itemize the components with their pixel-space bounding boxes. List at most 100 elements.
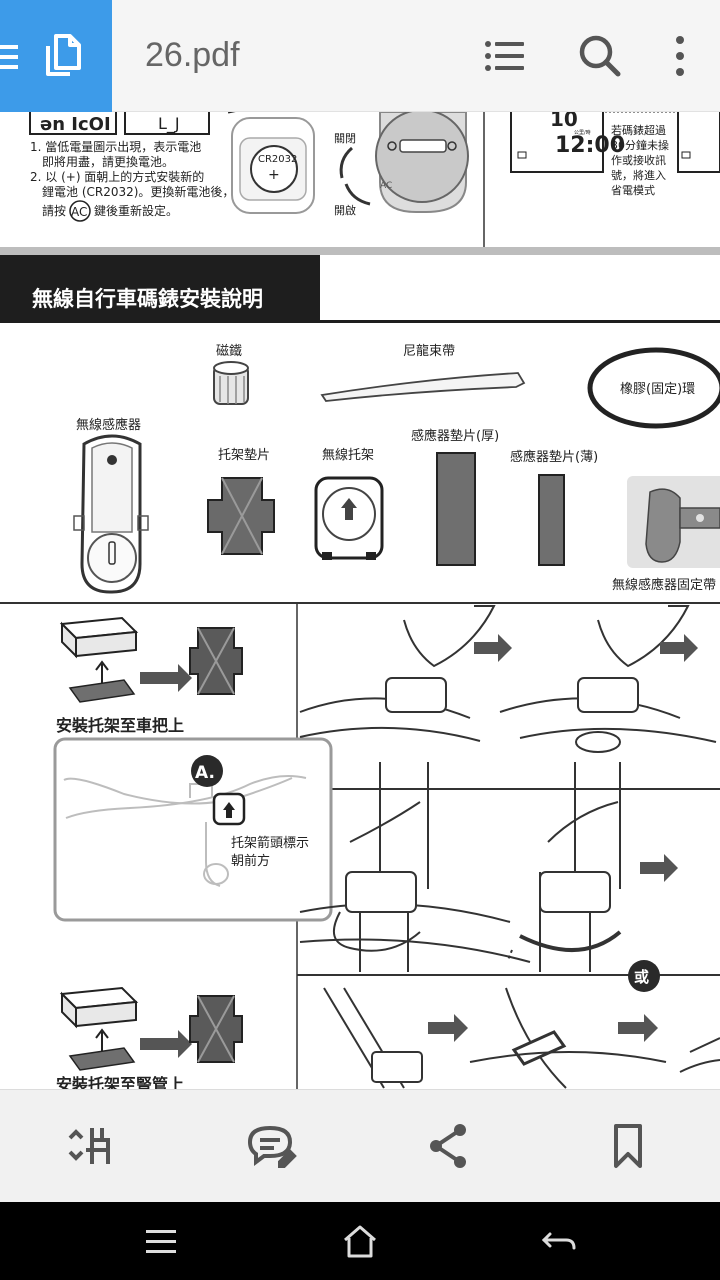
drawer-toggle-button[interactable] — [0, 0, 112, 112]
cover-close-label: 關閉 — [334, 132, 356, 145]
handlebar-drawing-icon — [63, 775, 307, 887]
arrow-note-line: 托架箭頭標示 — [231, 835, 309, 851]
more-vert-icon — [676, 36, 684, 76]
part-label-nylon-tie: 尼龍束帶 — [403, 343, 455, 359]
battery-note-line: 鍵後重新設定。 — [94, 203, 178, 218]
step-arrow-icon — [660, 634, 698, 662]
part-label-wireless-bracket: 無線托架 — [322, 447, 374, 463]
bracket-pad-applied-icon — [189, 995, 243, 1063]
part-label-rubber-ring: 橡膠(固定)環 — [620, 382, 695, 397]
cover-open-label: 開啟 — [334, 203, 356, 217]
battery-cover-icon: AC — [375, 112, 469, 213]
part-label-bracket-pad: 托架墊片 — [218, 448, 270, 463]
sensor-strap-icon — [627, 476, 720, 568]
back-icon — [541, 1232, 576, 1250]
wireless-sensor-icon — [73, 434, 149, 594]
bottom-toolbar — [0, 1089, 720, 1202]
battery-plus-sign: + — [268, 167, 280, 183]
handlebar-callout — [53, 737, 333, 922]
display-top-digits: 10 — [550, 112, 578, 131]
handlebar-strap-step-illustration — [299, 605, 717, 889]
parts-list: 磁鐵 尼龍束帶 橡膠(固定)環 無線感應器 — [73, 343, 720, 594]
svg-text:ǝn IcOI: ǝn IcOI — [40, 114, 111, 135]
part-label-sensor-pad-thin: 感應器墊片(薄) — [510, 449, 598, 465]
install-stem-title: 安裝托架至豎管上 — [56, 1075, 184, 1089]
part-label-magnet: 磁鐵 — [216, 343, 242, 359]
section-title: 無線自行車碼錶安裝說明 — [32, 287, 263, 311]
hamburger-icon — [0, 45, 18, 69]
more-options-button[interactable] — [656, 32, 704, 80]
rubber-ring-step-illustration — [299, 801, 622, 972]
rubber-ring-icon — [587, 347, 720, 429]
install-instructions: 安裝托架至車把上 A. 托架箭頭標示 朝前方 — [53, 603, 720, 1089]
battery-note-line: 即將用盡，請更換電池。 — [42, 154, 174, 169]
document-copy-icon — [46, 34, 81, 76]
sleep-note-line: 號，將進入 — [611, 168, 666, 182]
bookmark-icon — [614, 1124, 642, 1168]
rotate-arrow-icon — [339, 146, 371, 206]
sensor-pad-thick-icon — [436, 452, 476, 566]
battery-compartment-icon: CR2032 + — [228, 112, 315, 214]
step-arrow-icon — [140, 1030, 192, 1058]
ac-key-icon — [69, 200, 91, 222]
magnet-icon — [213, 361, 249, 405]
sleep-note-line: 省電模式 — [611, 184, 655, 197]
stem-strap-step-illustration — [323, 987, 720, 1089]
or-label: 或 — [634, 968, 649, 986]
marker-a-label: A. — [195, 763, 215, 783]
ac-cover-label: AC — [380, 181, 392, 191]
battery-note-line: 1. 當低電量圖示出現，表示電池 — [30, 140, 201, 154]
or-badge — [628, 960, 660, 992]
home-nav-button[interactable] — [339, 1220, 381, 1262]
sleep-note-line: 作或接收訊 — [611, 153, 666, 167]
sleep-display-icon: 10 12:00 公里/時 — [510, 112, 720, 173]
search-button[interactable] — [576, 32, 624, 80]
part-label-sensor: 無線感應器 — [76, 417, 141, 433]
comment-edit-icon — [247, 1125, 297, 1168]
share-button[interactable] — [420, 1118, 476, 1174]
system-nav-bar — [0, 1202, 720, 1280]
bracket-arrow-marker-icon — [212, 792, 246, 826]
outline-list-button[interactable] — [480, 32, 528, 80]
sensor-pad-thin-icon — [538, 474, 565, 566]
install-handlebar-title: 安裝托架至車把上 — [56, 716, 184, 735]
home-icon — [344, 1225, 376, 1258]
file-name-title: 26.pdf — [145, 36, 240, 74]
app-bar: 26.pdf — [0, 0, 720, 112]
battery-note-line: 2. 以 (+) 面朝上的方式安裝新的 — [30, 169, 204, 184]
ac-key-label: AC — [71, 205, 87, 219]
part-label-sensor-pad-thick: 感應器墊片(厚) — [411, 428, 499, 444]
section-header: 無線自行車碼錶安裝說明 — [0, 255, 720, 323]
comment-button[interactable] — [242, 1118, 298, 1174]
arrow-note-line: 朝前方 — [231, 853, 270, 869]
part-label-sensor-strap: 無線感應器固定帶 — [612, 577, 716, 593]
share-icon — [430, 1124, 466, 1168]
back-nav-button[interactable] — [538, 1220, 580, 1262]
display-time: 12:00 — [555, 133, 625, 158]
bookmark-button[interactable] — [600, 1118, 656, 1174]
battery-note-line: 鋰電池 (CR2032)。更換新電池後， — [42, 184, 234, 199]
menu-icon — [146, 1230, 176, 1253]
bracket-assembly-icon — [59, 986, 139, 1071]
crop-page-icon — [68, 1128, 110, 1164]
step-arrow-icon — [140, 664, 192, 692]
search-icon — [579, 35, 621, 77]
wireless-bracket-icon — [314, 476, 384, 560]
bracket-assembly-icon — [59, 616, 139, 703]
list-icon — [485, 41, 524, 71]
menu-nav-button[interactable] — [140, 1220, 182, 1262]
battery-replacement-section: ǝn IcOI L_J 1. 當低電量圖示出現，表示電池 即將用盡，請更換電池。… — [29, 112, 720, 247]
step-arrow-icon — [474, 634, 512, 662]
crop-page-button[interactable] — [62, 1118, 118, 1174]
step-arrow-icon — [428, 1014, 468, 1042]
marker-a-badge — [191, 755, 223, 787]
display-speed-unit: 公里/時 — [574, 130, 591, 136]
sleep-note-line: 30分鐘未操 — [611, 138, 669, 152]
battery-note-line: 請按 — [42, 204, 66, 218]
battery-model-label: CR2032 — [258, 154, 297, 165]
pdf-page-view[interactable]: ǝn IcOI L_J 1. 當低電量圖示出現，表示電池 即將用盡，請更換電池。… — [0, 112, 720, 1089]
svg-text:L_J: L_J — [158, 114, 180, 134]
step-arrow-icon — [640, 854, 678, 882]
sleep-note-line: 若碼錶超過 — [611, 123, 666, 137]
bracket-pad-applied-icon — [189, 627, 243, 695]
